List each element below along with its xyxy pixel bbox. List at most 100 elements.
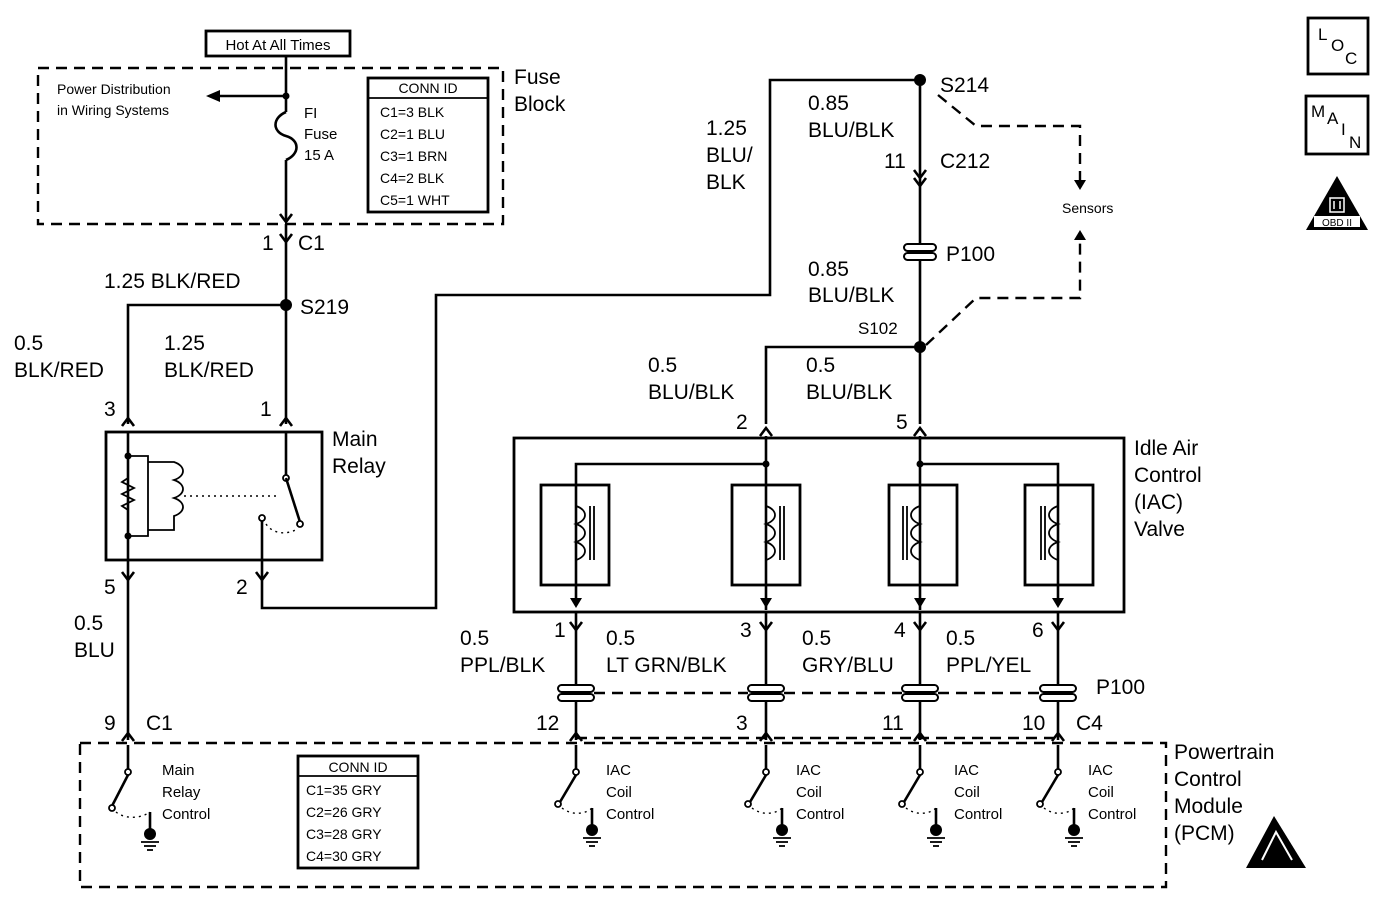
connector-arrow-icon [912, 425, 928, 437]
conn-id-row: C2=1 BLU [380, 126, 445, 142]
iac-valve: Idle Air Control (IAC) Valve [512, 436, 1202, 614]
iac-title-2: Control [1134, 464, 1202, 487]
iac-coil-control-label-1: IAC [954, 762, 979, 779]
coil-icon [910, 505, 923, 561]
obd-ii-label: OBD II [1322, 218, 1352, 229]
iac-coil-control-label-2: Coil [796, 784, 822, 801]
main-relay-control-label-3: Control [162, 806, 210, 823]
main-badge-letter: I [1341, 120, 1346, 139]
iac-coil-control-switch: IAC Coil Control [744, 745, 844, 847]
arrow-up-icon [1074, 230, 1086, 240]
conn-id-title: CONN ID [328, 759, 387, 775]
fuse-word-label: Fuse [304, 126, 337, 143]
connector-arrow-icon [278, 213, 294, 225]
wire-color-label: PPL/YEL [946, 654, 1031, 677]
iac-coil-control-label-3: Control [606, 806, 654, 823]
iac-coil-control-label-2: Coil [954, 784, 980, 801]
wire-size-label: 0.85 [808, 258, 849, 281]
p100-connector-icon [557, 684, 595, 702]
wire-color-label: BLU [74, 639, 115, 662]
iac-coil-box [730, 483, 802, 587]
arrow-left-icon [206, 90, 220, 102]
main-relay-title-2: Relay [332, 455, 386, 478]
pcm-pin-label: 3 [736, 712, 748, 735]
wire-color-label: PPL/BLK [460, 654, 545, 677]
iac-pin-label: 3 [740, 619, 752, 642]
conn-id-row: C2=26 GRY [306, 804, 382, 820]
loc-badge-letter: C [1345, 49, 1357, 68]
connector-arrow-icon [278, 415, 294, 427]
iac-coil-control-label-2: Coil [1088, 784, 1114, 801]
coil-icon [1048, 505, 1061, 561]
iac-coil-control-label-3: Control [1088, 806, 1136, 823]
wire-color-label: BLK/RED [14, 359, 104, 382]
hot-at-all-times-box: Hot At All Times [204, 29, 352, 58]
pcm-connector-label: C4 [1076, 712, 1103, 735]
wire-size-label: 0.85 [808, 92, 849, 115]
pcm-connector-label: C1 [146, 712, 173, 735]
wire-color-label: BLK/RED [164, 359, 254, 382]
pcm-pin-label: 11 [882, 712, 904, 735]
pcm-title-3: Module [1174, 795, 1243, 818]
wire-size-label: 0.5 [802, 627, 831, 650]
splice-s219-label: S219 [300, 296, 349, 319]
p100-connector-icon [903, 243, 937, 261]
iac-coil-control-label-1: IAC [796, 762, 821, 779]
wire-size-label: 0.5 [946, 627, 975, 650]
main-badge-letter: M [1311, 102, 1325, 121]
coil-icon [148, 461, 184, 531]
iac-pin-label: 6 [1032, 619, 1044, 642]
conn-id-row: C3=28 GRY [306, 826, 382, 842]
iac-coil-control-label-2: Coil [606, 784, 632, 801]
relay-pin-label: 5 [104, 576, 116, 599]
esd-warning-icon [1246, 816, 1306, 868]
iac-coil-box [1023, 483, 1095, 587]
loc-badge-letter: O [1331, 36, 1344, 55]
coil-icon [763, 505, 776, 561]
main-relay-control-label-2: Relay [162, 784, 201, 801]
fuse-rating-label: 15 A [304, 147, 334, 164]
wire-size-label: 0.5 [606, 627, 635, 650]
pcm-title-4: (PCM) [1174, 822, 1235, 845]
fuse-name-label: FI [304, 105, 317, 122]
connector-arrow-icon [120, 415, 136, 427]
wire-color-label: BLU/BLK [648, 381, 734, 404]
iac-coil-control-label-1: IAC [1088, 762, 1113, 779]
main-badge-letter: N [1349, 133, 1361, 152]
wire-size-label: 0.5 [460, 627, 489, 650]
iac-coil-control-label-3: Control [796, 806, 844, 823]
iac-coil-control-label-1: IAC [606, 762, 631, 779]
wire-label: 1.25 BLK/RED [104, 270, 241, 293]
p100-connector-icon [901, 684, 939, 702]
sensors-label: Sensors [1062, 200, 1113, 216]
loc-badge-letter: L [1318, 25, 1327, 44]
pcm: Powertrain Control Module (PCM) Main Rel… [78, 741, 1306, 889]
iac-pin-label: 2 [736, 411, 748, 434]
connector-arrow-icon [912, 177, 928, 189]
iac-coil-control-switch: IAC Coil Control [1036, 745, 1136, 847]
fuse-block-title-2: Block [514, 93, 566, 116]
wire-size-label: 0.5 [74, 612, 103, 635]
c212-connector-label: C212 [940, 150, 990, 173]
wire-size-label: 0.5 [14, 332, 43, 355]
power-distribution-label-2: in Wiring Systems [57, 102, 169, 118]
connector-arrow-icon [758, 425, 774, 437]
relay-pin-label: 3 [104, 398, 116, 421]
p100-connector-icon [747, 684, 785, 702]
c212-pin-label: 11 [884, 150, 906, 173]
wire-color-label: BLU/BLK [806, 381, 892, 404]
iac-title-3: (IAC) [1134, 491, 1183, 514]
resistor-icon [119, 477, 137, 511]
main-relay-title-1: Main [332, 428, 378, 451]
splice-s214-label: S214 [940, 74, 989, 97]
iac-coil-control-label-3: Control [954, 806, 1002, 823]
iac-pin-label: 1 [554, 619, 566, 642]
relay-pin-label: 2 [236, 576, 248, 599]
iac-title-1: Idle Air [1134, 437, 1198, 460]
iac-coil-control-switch: IAC Coil Control [898, 745, 1002, 847]
relay-pin-label: 1 [260, 398, 272, 421]
connector-arrow-icon [120, 730, 136, 742]
main-badge: M A I N [1304, 94, 1370, 156]
coil-icon [573, 505, 586, 561]
